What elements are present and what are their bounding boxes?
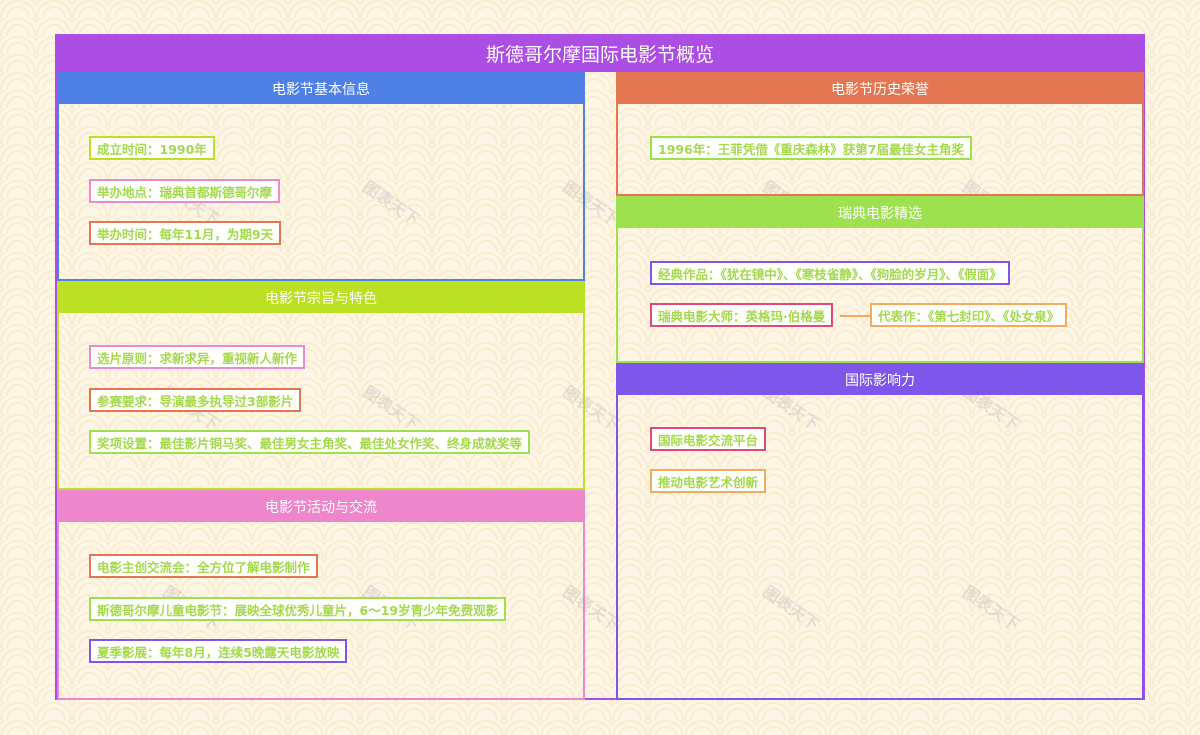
node-founded[interactable]: 成立时间：1990年 [89, 136, 215, 160]
node-history-1996[interactable]: 1996年：王菲凭借《重庆森林》获第7届最佳女主角奖 [650, 136, 972, 160]
node-bergman[interactable]: 瑞典电影大师：英格玛·伯格曼 [650, 303, 834, 327]
node-classic-works[interactable]: 经典作品：《犹在镜中》、《寒枝雀静》、《狗脸的岁月》、《假面》 [650, 261, 1010, 285]
panel-purpose: 电影节宗旨与特色 [57, 281, 585, 490]
node-creator-meetup[interactable]: 电影主创交流会：全方位了解电影制作 [89, 554, 318, 578]
panel-activities: 电影节活动与交流 [57, 490, 585, 700]
panel-history: 电影节历史荣誉 [616, 72, 1144, 196]
panel-basic-info: 电影节基本信息 [57, 72, 585, 281]
panel-title: 电影节活动与交流 [59, 492, 583, 522]
panel-title: 电影节历史荣誉 [618, 74, 1142, 104]
connector-line [840, 315, 870, 317]
node-masterpieces[interactable]: 代表作：《第七封印》、《处女泉》 [870, 303, 1068, 327]
node-exchange-platform[interactable]: 国际电影交流平台 [650, 427, 767, 451]
panel-title: 瑞典电影精选 [618, 198, 1142, 228]
node-requirement[interactable]: 参赛要求：导演最多执导过3部影片 [89, 388, 302, 412]
node-children-festival[interactable]: 斯德哥尔摩儿童电影节：展映全球优秀儿童片，6～19岁青少年免费观影 [89, 597, 507, 621]
node-schedule[interactable]: 举办时间：每年11月，为期9天 [89, 221, 282, 245]
node-summer-show[interactable]: 夏季影展：每年8月，连续5晚露天电影放映 [89, 639, 348, 663]
node-awards[interactable]: 奖项设置：最佳影片铜马奖、最佳男女主角奖、最佳处女作奖、终身成就奖等 [89, 430, 531, 454]
node-innovation[interactable]: 推动电影艺术创新 [650, 469, 767, 493]
panel-title: 电影节基本信息 [59, 74, 583, 104]
panel-title: 国际影响力 [618, 365, 1142, 395]
panel-influence: 国际影响力 [616, 363, 1144, 700]
node-location[interactable]: 举办地点：瑞典首都斯德哥尔摩 [89, 179, 281, 203]
panel-swedish-films: 瑞典电影精选 [616, 196, 1144, 363]
panel-title: 电影节宗旨与特色 [59, 283, 583, 313]
diagram-title: 斯德哥尔摩国际电影节概览 [55, 34, 1145, 72]
node-selection[interactable]: 选片原则：求新求异，重视新人新作 [89, 345, 306, 369]
